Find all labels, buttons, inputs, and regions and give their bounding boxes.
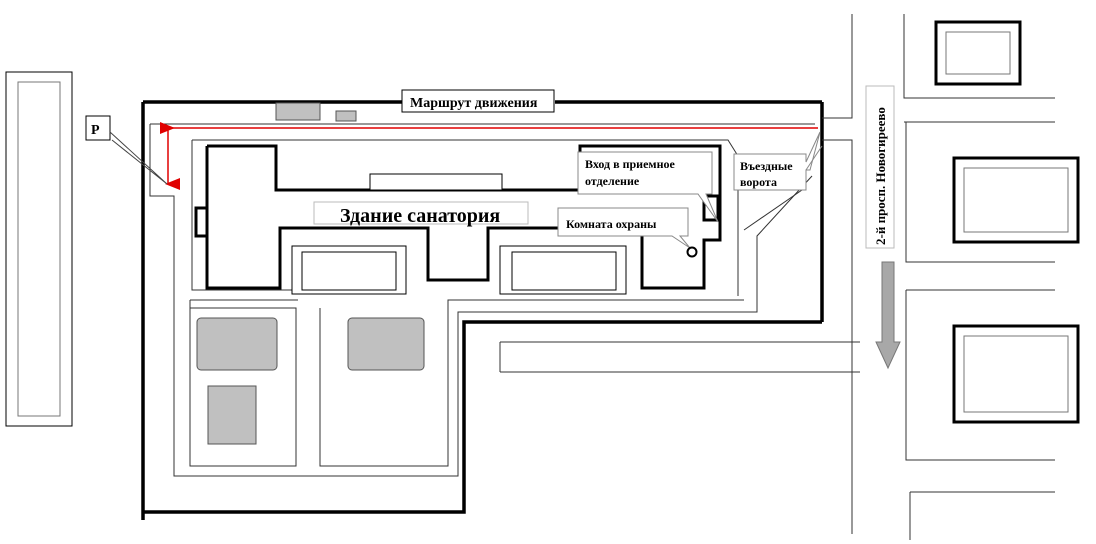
circle-marker-icon	[686, 246, 698, 258]
security-callout: Комната охраны	[557, 207, 698, 258]
parking-sign: P	[91, 123, 100, 138]
internal-road	[149, 123, 815, 477]
security-label: Комната охраны	[566, 217, 657, 231]
courtyard-blocks	[291, 245, 627, 295]
entrance-callout: Вход в приемное отделение	[577, 151, 719, 223]
gate-label-line2: ворота	[740, 175, 777, 189]
entrance-label-line1: Вход в приемное	[585, 157, 676, 171]
building-roof-part	[369, 173, 503, 191]
left-long-building	[5, 71, 73, 427]
entrance-label-line2: отделение	[585, 174, 640, 188]
building-label-text: Здание санатория	[340, 205, 500, 227]
gray-structures	[196, 102, 425, 445]
route-label: Маршрут движения	[401, 89, 555, 113]
building-label: Здание санатория	[313, 201, 529, 227]
gate-callout: Въездные ворота	[733, 131, 823, 191]
street-name-label: 2-й просп. Новогиреево	[865, 85, 895, 249]
territory-boundary	[141, 100, 824, 520]
parking-callout: P	[85, 115, 168, 185]
down-arrow-icon	[875, 261, 901, 370]
route-path	[160, 122, 818, 190]
route-label-text: Маршрут движения	[410, 96, 538, 111]
street-name-text: 2-й просп. Новогиреево	[873, 107, 888, 245]
east-buildings	[934, 20, 1080, 424]
street-roads	[499, 14, 1055, 540]
gate-label-line1: Въездные	[740, 159, 793, 173]
